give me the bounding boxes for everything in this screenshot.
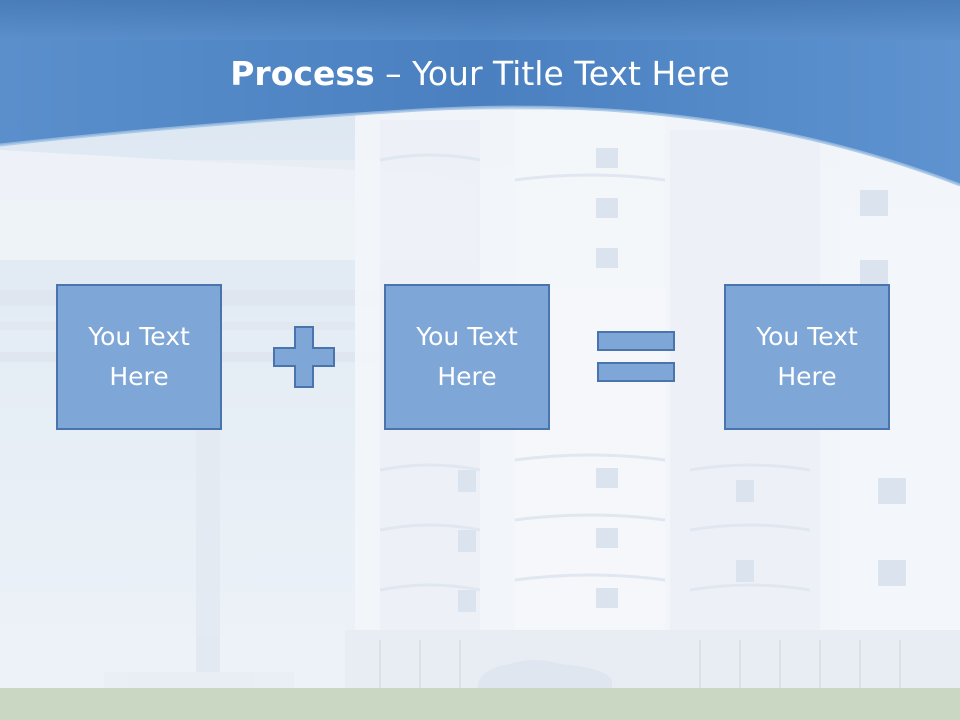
process-box-3-text: You Text Here — [756, 322, 858, 391]
equals-icon — [597, 331, 675, 382]
title-rest: – Your Title Text Here — [374, 54, 730, 93]
process-box-3[interactable]: You Text Here — [724, 284, 890, 430]
plus-icon — [273, 326, 335, 388]
process-box-1-text: You Text Here — [88, 322, 190, 391]
process-box-1[interactable]: You Text Here — [56, 284, 222, 430]
process-box-2-text: You Text Here — [416, 322, 518, 391]
process-box-2[interactable]: You Text Here — [384, 284, 550, 430]
slide-title: Process – Your Title Text Here — [0, 52, 960, 96]
title-bold: Process — [230, 54, 375, 93]
